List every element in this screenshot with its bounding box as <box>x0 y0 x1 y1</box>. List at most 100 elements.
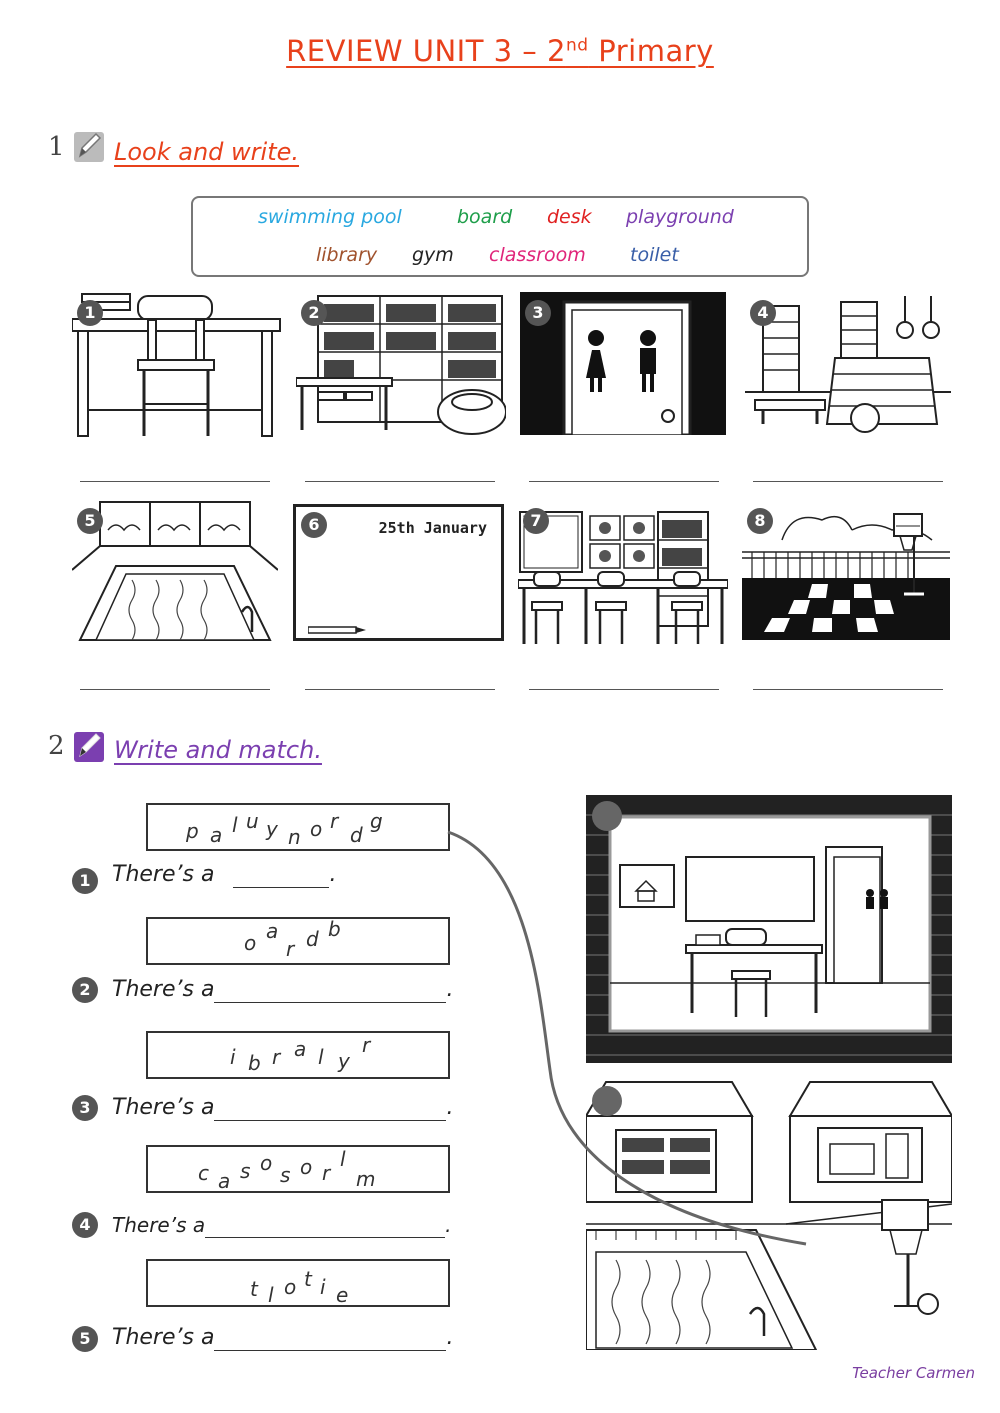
letter: s <box>240 1159 251 1183</box>
statement-text: There’s a <box>112 1325 215 1350</box>
scrambled-word-box-1: p a l u y n o r d g <box>146 803 450 851</box>
letter: i <box>320 1275 326 1299</box>
letter: e <box>336 1283 349 1307</box>
section-1-number: 1 <box>48 132 65 162</box>
library-icon <box>296 295 506 435</box>
pencil-icon <box>74 132 104 162</box>
letter: o <box>260 1151 273 1175</box>
picture-gym: 4 <box>745 292 951 442</box>
section-2-number: 2 <box>48 731 65 761</box>
swimming-pool-icon <box>72 501 278 641</box>
answer-blank-3[interactable] <box>214 1095 447 1121</box>
letter: a <box>294 1037 307 1061</box>
letter: p <box>186 819 199 843</box>
letter: y <box>338 1049 350 1073</box>
title-rest: Primary <box>588 34 714 68</box>
statement-number: 2 <box>72 977 98 1003</box>
word-gym: gym <box>412 244 454 266</box>
page-title: REVIEW UNIT 3 – 2nd Primary <box>0 34 1000 68</box>
answer-line-1[interactable] <box>80 481 270 482</box>
letter: g <box>370 809 383 833</box>
letter: l <box>340 1147 346 1171</box>
board-date: 25th January <box>378 519 487 537</box>
word-toilet: toilet <box>630 244 679 266</box>
word-bank-box <box>191 196 809 277</box>
letter: m <box>356 1167 376 1191</box>
playground-icon <box>742 513 950 640</box>
school-outdoor-scene[interactable] <box>586 1080 952 1350</box>
word-library: library <box>316 244 378 266</box>
letter: i <box>230 1045 236 1069</box>
picture-board: 25th January 6 <box>293 504 504 641</box>
school-outdoor-scene-icon <box>586 1081 952 1350</box>
scrambled-word-box-3: i b r a l y r <box>146 1031 450 1079</box>
word-playground: playground <box>626 206 734 228</box>
letter: d <box>350 823 363 847</box>
answer-blank-4[interactable] <box>205 1213 446 1238</box>
statement-number: 4 <box>72 1212 98 1238</box>
scrambled-word-box-2: o a r d b <box>146 917 450 965</box>
letter: n <box>288 825 301 849</box>
word-swimming-pool: swimming pool <box>258 206 402 228</box>
statement-number: 1 <box>72 868 98 894</box>
picture-classroom: 7 <box>518 506 728 646</box>
picture-swimming-pool: 5 <box>72 500 278 646</box>
letter: u <box>246 809 259 833</box>
answer-line-4[interactable] <box>753 481 943 482</box>
letter: b <box>328 917 341 941</box>
classroom-icon <box>518 511 728 644</box>
section-2-heading: Write and match. <box>114 736 322 764</box>
answer-line-5[interactable] <box>80 689 270 690</box>
word-desk: desk <box>547 206 592 228</box>
match-connector-line <box>447 830 807 1246</box>
classroom-scene[interactable] <box>586 795 952 1063</box>
letter: a <box>218 1169 231 1193</box>
picture-library: 2 <box>296 292 506 442</box>
pencil-icon <box>74 732 104 762</box>
word-classroom: classroom <box>489 244 586 266</box>
answer-blank-5[interactable] <box>214 1325 447 1351</box>
pencil-icon <box>308 626 366 634</box>
letter: o <box>284 1275 297 1299</box>
statement-text: There’s a <box>112 977 215 1002</box>
match-dot[interactable] <box>592 801 622 831</box>
letter: s <box>280 1163 291 1187</box>
statement-2: There’s a . <box>112 977 454 1003</box>
picture-number: 8 <box>747 508 773 534</box>
answer-blank-1[interactable] <box>233 862 330 888</box>
statement-3: There’s a . <box>112 1095 454 1121</box>
classroom-scene-icon <box>586 795 952 1063</box>
picture-desk: 1 <box>72 292 282 442</box>
letter: c <box>198 1161 209 1185</box>
letter: r <box>272 1045 281 1069</box>
scrambled-word-box-4: c a s o s o r l m <box>146 1145 450 1193</box>
answer-blank-2[interactable] <box>214 977 447 1003</box>
statement-1: There’s a . <box>112 862 337 888</box>
statement-number: 3 <box>72 1095 98 1121</box>
statement-text: There’s a <box>112 1095 215 1120</box>
picture-number: 1 <box>77 300 103 326</box>
section-1-heading: Look and write. <box>114 138 300 166</box>
answer-line-6[interactable] <box>305 689 495 690</box>
letter: t <box>250 1277 258 1301</box>
answer-line-2[interactable] <box>305 481 495 482</box>
letter: a <box>210 823 223 847</box>
statement-text: There’s a <box>112 1213 206 1237</box>
answer-line-7[interactable] <box>529 689 719 690</box>
toilet-icon <box>562 300 692 435</box>
statement-4: There’s a . <box>112 1213 452 1238</box>
letter: r <box>362 1033 371 1057</box>
statement-text: There’s a <box>112 862 215 887</box>
scrambled-word-box-5: t l o t i e <box>146 1259 450 1307</box>
answer-line-3[interactable] <box>529 481 719 482</box>
title-main: REVIEW UNIT 3 – 2 <box>286 34 566 68</box>
letter: t <box>304 1267 312 1291</box>
picture-playground: 8 <box>742 500 950 640</box>
letter: l <box>232 813 238 837</box>
picture-number: 5 <box>77 508 103 534</box>
letter: l <box>318 1045 324 1069</box>
letter: o <box>300 1155 313 1179</box>
letter: o <box>310 817 323 841</box>
answer-line-8[interactable] <box>753 689 943 690</box>
match-dot[interactable] <box>592 1086 622 1116</box>
